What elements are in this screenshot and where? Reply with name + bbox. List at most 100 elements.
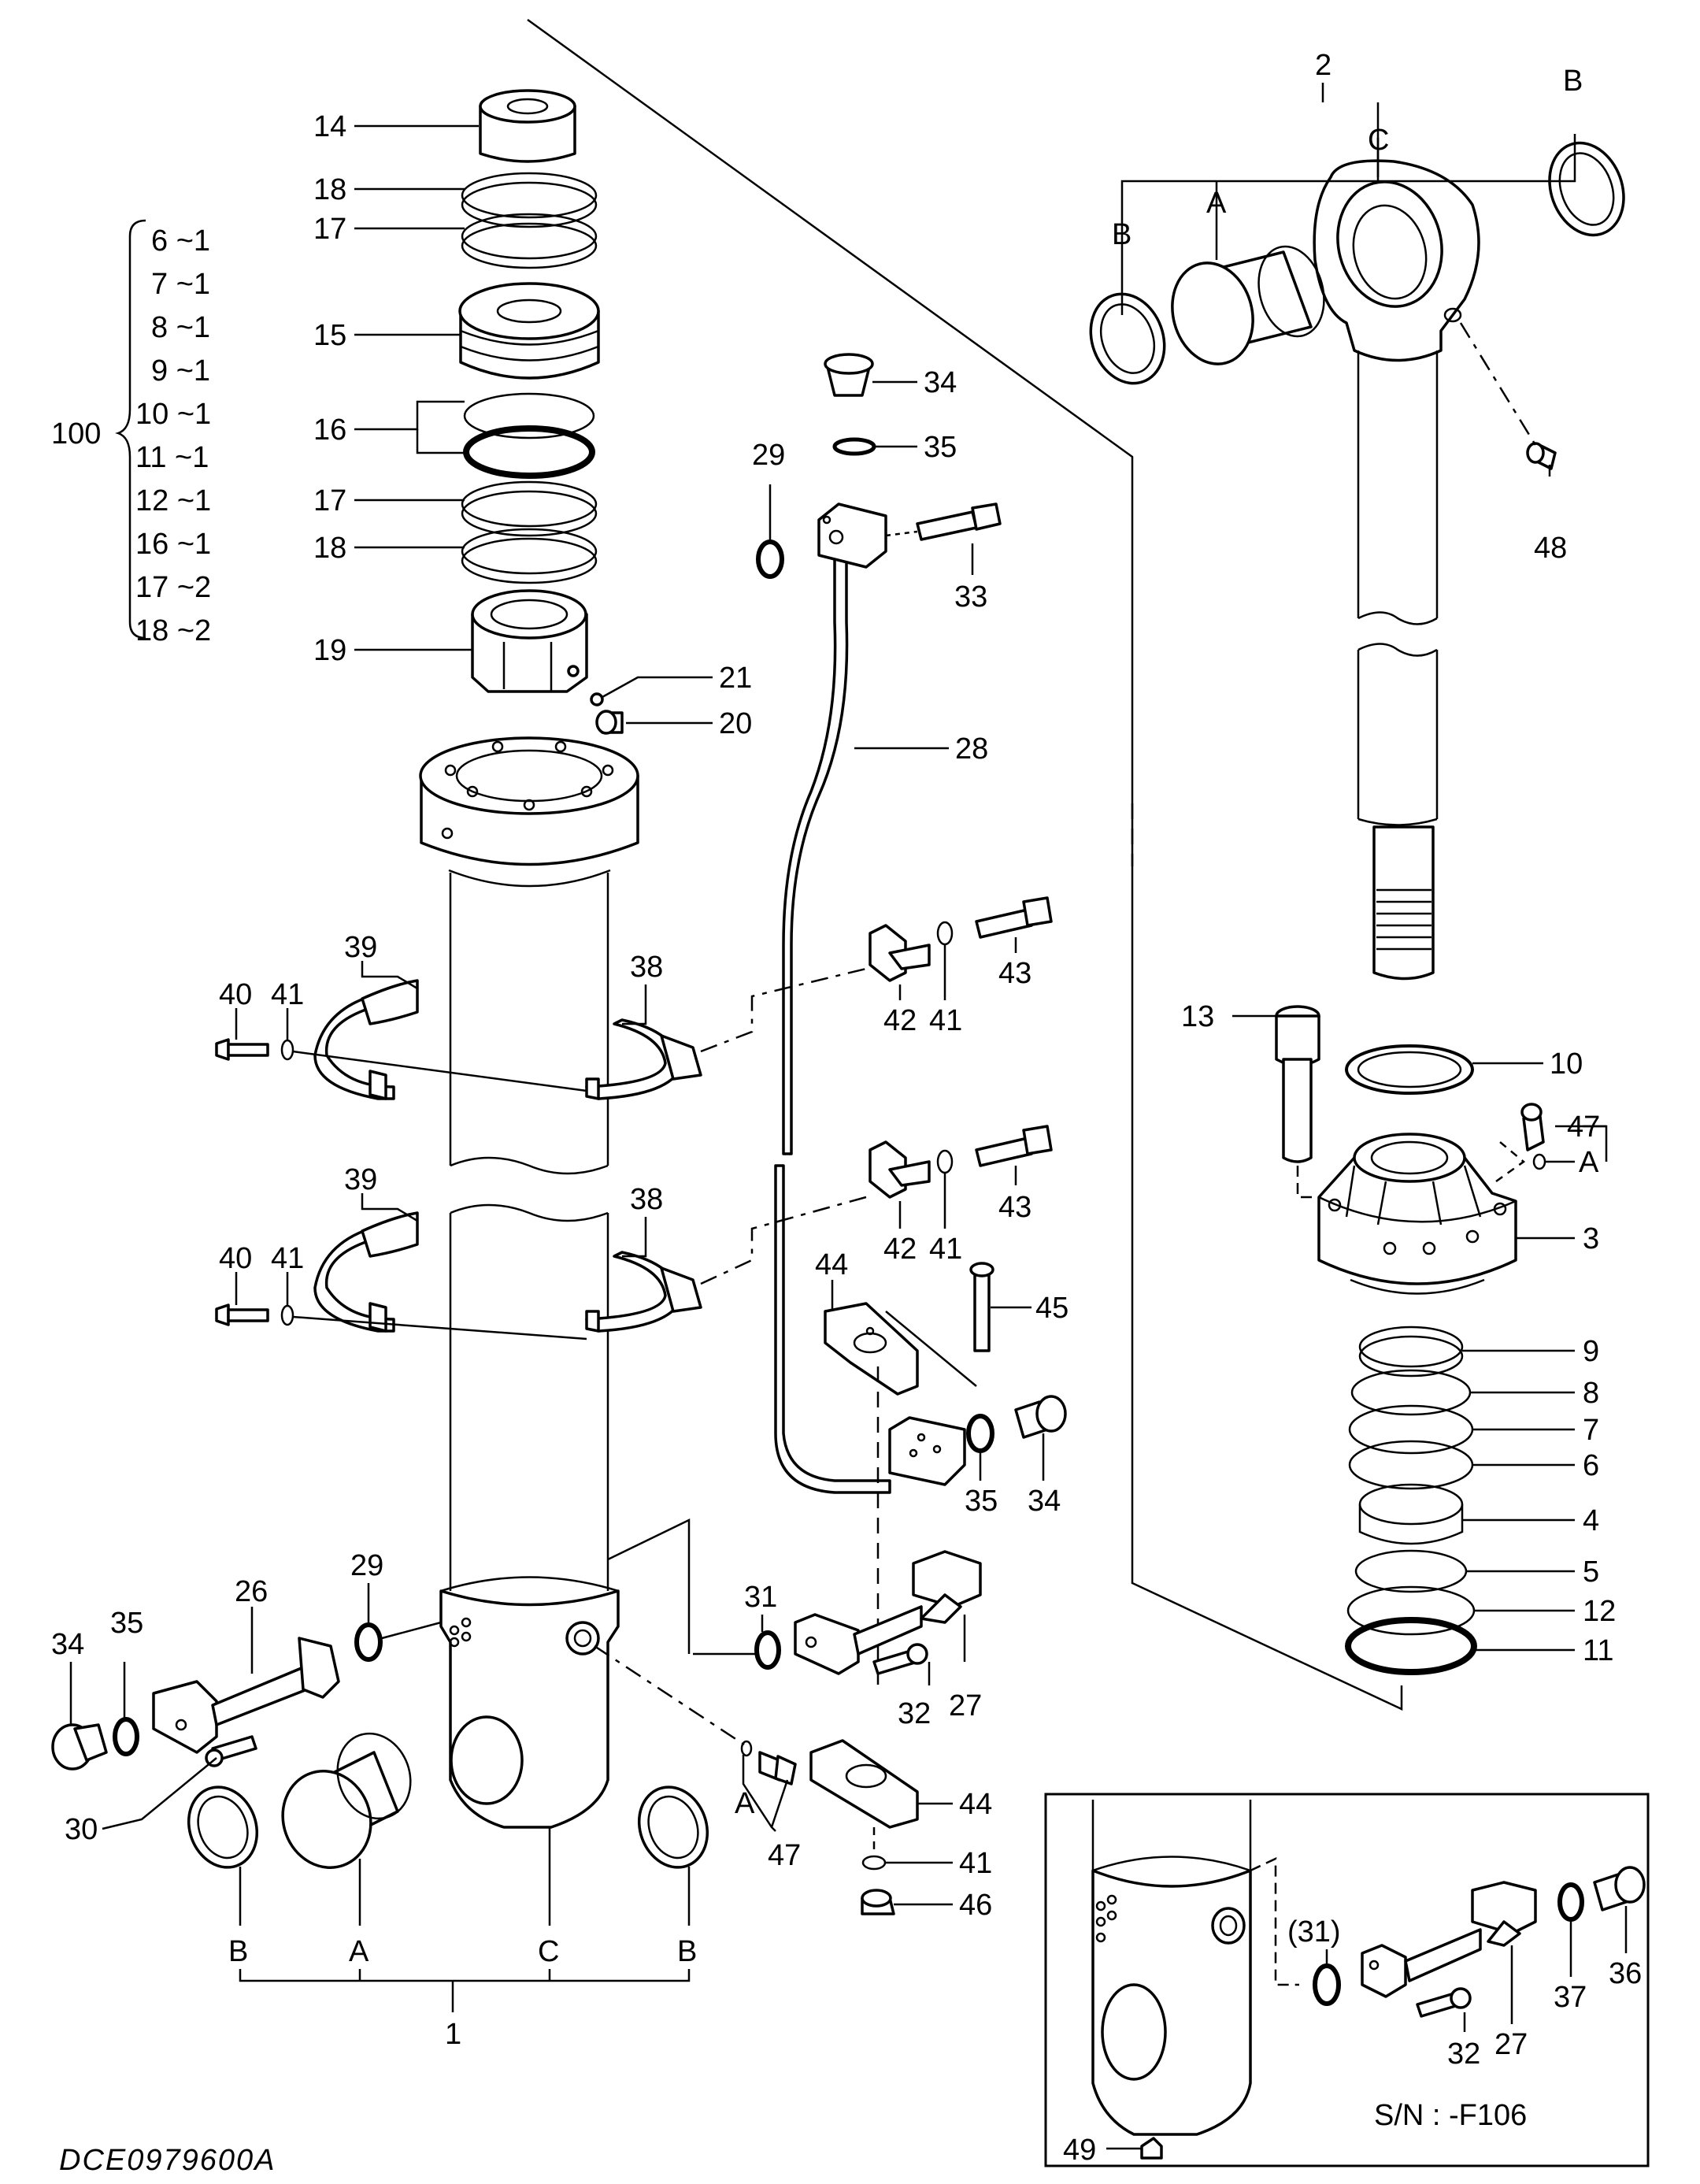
callout-7: 7 (1583, 1414, 1599, 1447)
callout-33: 33 (954, 580, 987, 614)
letter-b-right-bottom: B (677, 1935, 697, 1968)
callout-21: 21 (719, 662, 752, 695)
callout-48: 48 (1534, 532, 1567, 565)
bushing-a-left (281, 1732, 412, 1869)
callout-16: 16 (313, 413, 346, 447)
callout-41d: 41 (929, 1233, 962, 1266)
callout-9: 9 (1583, 1335, 1599, 1368)
drawing-code: DCE0979600A (59, 2144, 276, 2177)
callout-49: 49 (1063, 2134, 1096, 2167)
callout-13: 13 (1181, 1000, 1214, 1033)
callout-14: 14 (313, 110, 346, 143)
callout-43a: 43 (998, 957, 1031, 990)
callout-2: 2 (1315, 49, 1331, 82)
pipe-assembly (700, 353, 1067, 1685)
callout-32: 32 (898, 1697, 931, 1730)
callout-30: 30 (65, 1813, 98, 1846)
kit-item: 18 ~2 (135, 614, 211, 647)
callout-43b: 43 (998, 1191, 1031, 1224)
callout-3: 3 (1583, 1222, 1599, 1255)
callout-27: 27 (949, 1689, 982, 1722)
leader-lines (69, 83, 1628, 2150)
piston-rod (1089, 141, 1625, 981)
callout-31-paren: (31) (1287, 1915, 1341, 1949)
callout-39b: 39 (344, 1163, 377, 1196)
callout-47-low: 47 (768, 1839, 801, 1872)
part-19-nut (471, 589, 588, 693)
letter-a-top: A (1206, 187, 1227, 220)
kit-item: 16 ~1 (135, 528, 211, 561)
inset-box (1044, 1793, 1650, 2167)
callout-38a: 38 (630, 951, 663, 984)
callout-35-mid: 35 (965, 1485, 998, 1518)
callout-41e: 41 (959, 1847, 992, 1880)
callout-34-top: 34 (924, 366, 957, 399)
callout-32-inset: 32 (1447, 2038, 1480, 2071)
callout-34-mid: 34 (1028, 1485, 1061, 1518)
callout-19: 19 (313, 634, 346, 667)
kit-item: 10 ~1 (135, 398, 211, 431)
callout-28: 28 (955, 732, 988, 766)
letter-a-right: A (1579, 1146, 1599, 1179)
callout-37: 37 (1554, 1981, 1587, 2014)
callout-15: 15 (313, 319, 346, 352)
kit-item: 8 ~1 (151, 311, 210, 344)
callout-18b: 18 (313, 532, 346, 565)
letter-b-top-right: B (1563, 65, 1583, 98)
callout-35-low: 35 (110, 1607, 143, 1640)
kit-item: 6 ~1 (151, 224, 210, 258)
callout-29-top: 29 (752, 439, 785, 472)
callout-5: 5 (1583, 1555, 1599, 1589)
callout-44a: 44 (815, 1248, 848, 1281)
callout-40a: 40 (219, 978, 252, 1011)
callout-35-top: 35 (924, 431, 957, 464)
kit-number: 100 (51, 417, 101, 451)
callout-41c: 41 (271, 1242, 304, 1275)
callout-38b: 38 (630, 1183, 663, 1216)
callout-31: 31 (744, 1581, 777, 1614)
callout-41b: 41 (929, 1004, 962, 1037)
tube-clamps (215, 979, 702, 1340)
callout-29-low: 29 (350, 1549, 383, 1582)
bottom-left-parts (51, 1550, 982, 1915)
exploded-view-boundary (527, 18, 1403, 1711)
serial-number-note: S/N : -F106 (1374, 2099, 1527, 2132)
letter-c-top: C (1368, 124, 1389, 157)
letter-b-top-left: B (1112, 218, 1131, 251)
callout-34-low: 34 (51, 1628, 84, 1661)
callout-47-right: 47 (1567, 1111, 1600, 1144)
callout-42a: 42 (883, 1004, 917, 1037)
callout-4: 4 (1583, 1504, 1599, 1537)
part-15-piston (458, 282, 600, 380)
kit-item: 17 ~2 (135, 571, 211, 604)
callout-10: 10 (1550, 1048, 1583, 1081)
top-part-stack (458, 89, 624, 735)
gland-assembly (1275, 1005, 1546, 1675)
callout-45: 45 (1035, 1292, 1069, 1325)
callout-26: 26 (235, 1575, 268, 1608)
callout-41a: 41 (271, 978, 304, 1011)
cylinder-tube (419, 736, 691, 1829)
callout-36: 36 (1609, 1957, 1642, 1990)
callout-17b: 17 (313, 484, 346, 517)
callout-39a: 39 (344, 931, 377, 964)
kit-item: 12 ~1 (135, 484, 211, 517)
callout-8: 8 (1583, 1377, 1599, 1410)
callout-18: 18 (313, 173, 346, 206)
callout-46: 46 (959, 1889, 992, 1922)
callout-1: 1 (445, 2018, 461, 2051)
letter-b-left: B (228, 1935, 248, 1968)
callout-labels: 14 18 17 15 16 17 18 19 21 20 28 34 35 2… (51, 49, 1642, 2177)
callout-17: 17 (313, 213, 346, 246)
callout-40b: 40 (219, 1242, 252, 1275)
callout-12: 12 (1583, 1595, 1616, 1628)
kit-item: 11 ~1 (135, 441, 209, 474)
callout-11: 11 (1583, 1634, 1613, 1667)
callout-44b: 44 (959, 1788, 992, 1821)
part-14-wiper (479, 89, 576, 163)
letter-a-left: A (349, 1935, 369, 1968)
letter-a-low: A (735, 1787, 755, 1820)
callout-20: 20 (719, 707, 752, 740)
callout-27-inset: 27 (1494, 2028, 1528, 2061)
callout-42b: 42 (883, 1233, 917, 1266)
